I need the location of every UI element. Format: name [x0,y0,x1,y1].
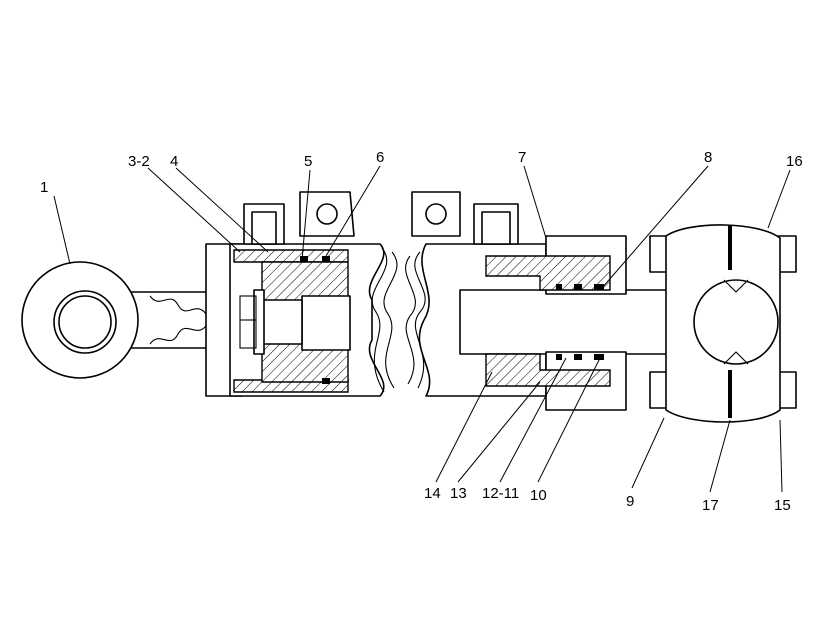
cylinder-front-section [405,191,671,411]
split-clamp [649,224,797,423]
label-13: 13 [450,485,467,502]
label-3-2: 3-2 [128,153,150,170]
label-15: 15 [774,497,791,514]
label-14: 14 [424,485,441,502]
rod-eye [21,261,209,379]
label-17: 17 [702,497,719,514]
label-16: 16 [786,153,803,170]
leader-lines [53,165,791,493]
part-labels: 1 3-2 4 5 6 7 8 16 14 13 12-11 10 9 17 1… [40,149,803,514]
label-1: 1 [40,179,48,196]
label-10: 10 [530,487,547,504]
cylinder-rear-section [205,191,398,397]
label-12-11: 12-11 [482,485,519,502]
label-5: 5 [304,153,312,170]
label-8: 8 [704,149,712,166]
label-4: 4 [170,153,178,170]
label-7: 7 [518,149,526,166]
label-9: 9 [626,493,634,510]
label-6: 6 [376,149,384,166]
